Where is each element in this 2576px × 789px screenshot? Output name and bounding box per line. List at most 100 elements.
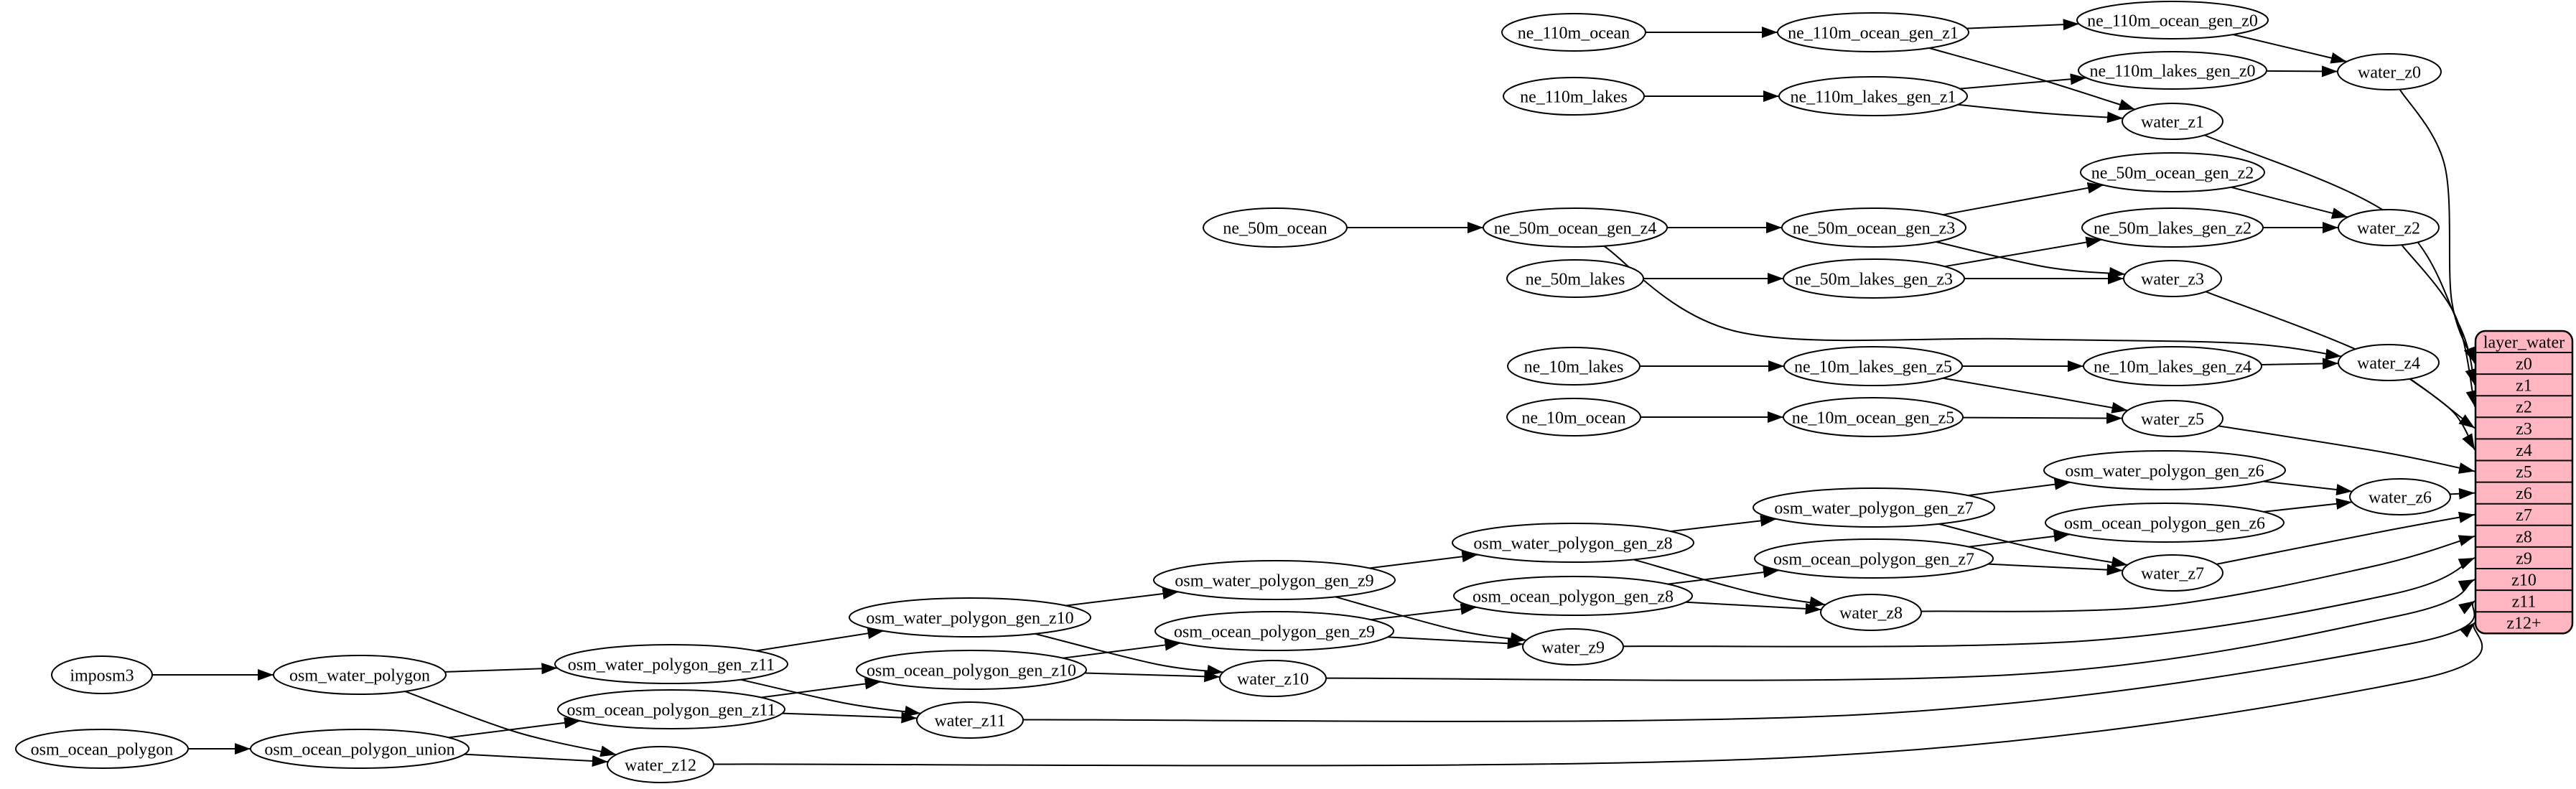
node-ellipse-ne_50m_ocean_gen_z4 xyxy=(1483,207,1668,248)
edge-osm_water_polygon_gen_z10-to-osm_water_polygon_gen_z9 xyxy=(1065,588,1179,607)
edge-ne_110m_ocean_gen_z1-to-ne_110m_ocean_gen_z0 xyxy=(1966,19,2079,31)
edge-osm_ocean_polygon_gen_z9-to-water_z9 xyxy=(1387,636,1523,650)
node-ellipse-osm_water_polygon_gen_z8 xyxy=(1452,523,1694,563)
edge-water_z6-to-layer_water-z6 xyxy=(2450,487,2475,500)
node-ne_50m_lakes: ne_50m_lakes xyxy=(1506,259,1644,298)
node-ne_10m_lakes_gen_z5: ne_10m_lakes_gen_z5 xyxy=(1783,346,1963,386)
node-ellipse-ne_110m_lakes_gen_z1 xyxy=(1778,76,1968,116)
node-label-ne_110m_lakes: ne_110m_lakes xyxy=(1520,88,1628,106)
node-label-ne_50m_ocean: ne_50m_ocean xyxy=(1223,219,1327,238)
node-water_z10: water_z10 xyxy=(1219,660,1327,697)
node-label-ne_10m_ocean: ne_10m_ocean xyxy=(1521,408,1625,427)
edge-water_z4-to-layer_water-z4 xyxy=(2409,378,2475,450)
node-ellipse-ne_10m_lakes_gen_z5 xyxy=(1783,346,1963,386)
node-water_z11: water_z11 xyxy=(916,701,1024,739)
edge-osm_ocean_polygon_gen_z6-to-water_z6 xyxy=(2263,498,2353,513)
edge-osm_ocean_polygon_gen_z7-to-osm_ocean_polygon_gen_z6 xyxy=(1969,531,2070,548)
node-ellipse-imposm3 xyxy=(51,655,153,694)
node-ne_50m_lakes_gen_z3: ne_50m_lakes_gen_z3 xyxy=(1783,258,1965,299)
node-label-water_z0: water_z0 xyxy=(2358,63,2421,82)
node-label-water_z2: water_z2 xyxy=(2357,219,2420,238)
edge-ne_50m_ocean_gen_z2-to-water_z2 xyxy=(2231,186,2348,219)
node-ellipse-ne_50m_lakes_gen_z3 xyxy=(1783,258,1965,299)
node-label-osm_ocean_polygon_gen_z7: osm_ocean_polygon_gen_z7 xyxy=(1773,550,1974,569)
node-ellipse-ne_10m_ocean_gen_z5 xyxy=(1783,397,1964,437)
node-label-water_z6: water_z6 xyxy=(2369,488,2432,507)
table-row-z7: z7 xyxy=(2516,506,2532,525)
node-ellipse-water_z12 xyxy=(607,746,714,783)
node-label-osm_ocean_polygon_gen_z11: osm_ocean_polygon_gen_z11 xyxy=(566,701,775,719)
edge-ne_110m_ocean_gen_z1-to-water_z1 xyxy=(1928,47,2135,111)
node-label-osm_water_polygon_gen_z9: osm_water_polygon_gen_z9 xyxy=(1175,571,1373,590)
table-row-z2: z2 xyxy=(2516,398,2532,417)
edge-ne_50m_lakes_gen_z3-to-ne_50m_lakes_gen_z2 xyxy=(1944,236,2102,268)
node-water_z0: water_z0 xyxy=(2337,53,2442,90)
node-ellipse-water_z7 xyxy=(2122,554,2223,592)
node-ellipse-osm_water_polygon_gen_z9 xyxy=(1153,560,1396,600)
node-osm_ocean_polygon_gen_z6: osm_ocean_polygon_gen_z6 xyxy=(2045,503,2285,543)
edge-osm_ocean_polygon_gen_z9-to-osm_ocean_polygon_gen_z8 xyxy=(1371,603,1477,621)
node-label-osm_water_polygon_gen_z10: osm_water_polygon_gen_z10 xyxy=(866,609,1073,627)
table-row-z8: z8 xyxy=(2516,528,2532,546)
edge-water_z11-to-layer_water-z11 xyxy=(1022,600,2475,722)
edge-osm_water_polygon_gen_z8-to-water_z8 xyxy=(1633,559,1826,608)
node-osm_ocean_polygon: osm_ocean_polygon xyxy=(15,729,189,769)
edge-water_z2-to-layer_water-z2 xyxy=(2401,244,2478,407)
edge-water_z10-to-layer_water-z10 xyxy=(1325,579,2475,681)
node-osm_ocean_polygon_union: osm_ocean_polygon_union xyxy=(250,729,470,769)
node-ne_50m_ocean_gen_z4: ne_50m_ocean_gen_z4 xyxy=(1483,207,1668,248)
table-row-z10: z10 xyxy=(2511,571,2537,589)
node-label-osm_water_polygon: osm_water_polygon xyxy=(289,666,430,685)
edge-osm_water_polygon_gen_z7-to-osm_water_polygon_gen_z6 xyxy=(1968,478,2071,497)
node-osm_ocean_polygon_gen_z8: osm_ocean_polygon_gen_z8 xyxy=(1453,576,1693,616)
edge-ne_110m_lakes_gen_z1-to-water_z1 xyxy=(1957,103,2124,123)
node-label-water_z10: water_z10 xyxy=(1237,670,1309,688)
node-ellipse-water_z2 xyxy=(2338,209,2440,246)
node-ellipse-water_z1 xyxy=(2122,103,2223,140)
node-ne_50m_lakes_gen_z2: ne_50m_lakes_gen_z2 xyxy=(2081,207,2264,248)
node-ellipse-osm_ocean_polygon_gen_z9 xyxy=(1154,611,1394,651)
node-ellipse-ne_50m_lakes_gen_z2 xyxy=(2081,207,2264,248)
edge-water_z12-to-layer_water-z12+ xyxy=(713,622,2483,767)
node-osm_ocean_polygon_gen_z11: osm_ocean_polygon_gen_z11 xyxy=(557,689,785,729)
node-label-osm_ocean_polygon: osm_ocean_polygon xyxy=(31,740,174,759)
node-label-osm_ocean_polygon_gen_z9: osm_ocean_polygon_gen_z9 xyxy=(1174,622,1375,641)
node-water_z7: water_z7 xyxy=(2122,554,2223,592)
node-label-ne_10m_lakes: ne_10m_lakes xyxy=(1524,358,1624,376)
node-osm_ocean_polygon_gen_z10: osm_ocean_polygon_gen_z10 xyxy=(856,650,1087,690)
edge-ne_110m_ocean_gen_z0-to-water_z0 xyxy=(2233,34,2347,64)
node-ellipse-osm_water_polygon_gen_z6 xyxy=(2043,450,2286,490)
edge-osm_water_polygon_gen_z9-to-osm_water_polygon_gen_z8 xyxy=(1369,551,1478,569)
node-ellipse-osm_ocean_polygon_gen_z10 xyxy=(856,650,1087,690)
edge-water_z7-to-layer_water-z7 xyxy=(2216,511,2475,565)
node-ne_50m_ocean_gen_z3: ne_50m_ocean_gen_z3 xyxy=(1781,207,1966,248)
node-label-ne_110m_lakes_gen_z0: ne_110m_lakes_gen_z0 xyxy=(2089,62,2255,80)
node-ellipse-osm_ocean_polygon_gen_z11 xyxy=(557,689,785,729)
node-imposm3: imposm3 xyxy=(51,655,153,694)
node-label-ne_110m_ocean: ne_110m_ocean xyxy=(1518,24,1630,42)
layer-water-table-title: layer_water xyxy=(2483,333,2565,352)
node-ne_10m_ocean_gen_z5: ne_10m_ocean_gen_z5 xyxy=(1783,397,1964,437)
node-ellipse-ne_10m_lakes xyxy=(1507,347,1641,386)
node-ne_110m_ocean_gen_z0: ne_110m_ocean_gen_z0 xyxy=(2076,1,2269,39)
node-label-ne_50m_lakes_gen_z3: ne_50m_lakes_gen_z3 xyxy=(1795,270,1953,289)
node-water_z4: water_z4 xyxy=(2338,344,2440,381)
node-osm_ocean_polygon_gen_z7: osm_ocean_polygon_gen_z7 xyxy=(1754,538,1994,579)
node-label-imposm3: imposm3 xyxy=(70,666,134,685)
node-label-ne_50m_ocean_gen_z2: ne_50m_ocean_gen_z2 xyxy=(2091,164,2254,182)
edge-osm_ocean_polygon_gen_z8-to-water_z8 xyxy=(1686,601,1821,615)
edge-water_z5-to-layer_water-z5 xyxy=(2218,425,2475,474)
node-label-ne_50m_ocean_gen_z3: ne_50m_ocean_gen_z3 xyxy=(1793,219,1956,238)
table-row-z5: z5 xyxy=(2516,463,2532,482)
layer-water-table: layer_waterz0z1z2z3z4z5z6z7z8z9z10z11z12… xyxy=(2474,330,2574,635)
node-label-osm_ocean_polygon_gen_z8: osm_ocean_polygon_gen_z8 xyxy=(1473,587,1674,606)
node-label-ne_110m_ocean_gen_z0: ne_110m_ocean_gen_z0 xyxy=(2087,11,2258,30)
node-label-ne_10m_lakes_gen_z4: ne_10m_lakes_gen_z4 xyxy=(2094,358,2251,376)
edge-osm_ocean_polygon_gen_z11-to-water_z11 xyxy=(782,711,918,724)
node-ellipse-ne_110m_ocean_gen_z1 xyxy=(1777,12,1969,52)
node-ellipse-water_z0 xyxy=(2337,53,2442,90)
node-ellipse-ne_110m_lakes xyxy=(1503,77,1645,116)
